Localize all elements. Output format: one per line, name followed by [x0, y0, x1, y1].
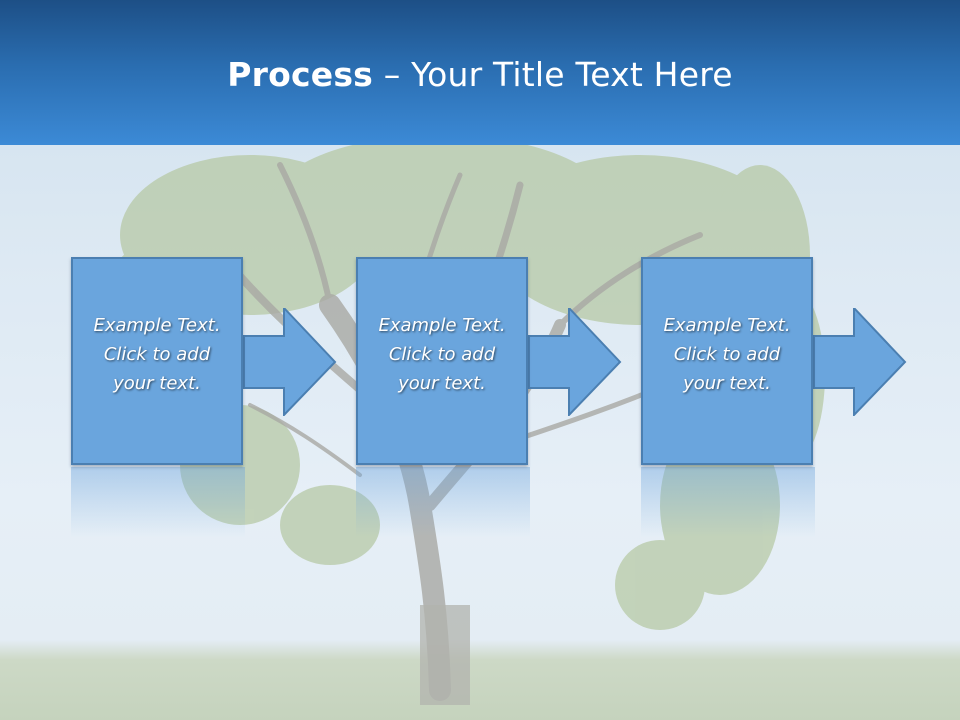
title-bar: Process – Your Title Text Here [0, 0, 960, 145]
arrow-3-icon [813, 308, 907, 416]
step-1-text[interactable]: Example Text. Click to add your text. [93, 315, 221, 394]
arrow-2-icon [528, 308, 622, 416]
title-bold: Process [227, 55, 374, 94]
step-2-box [356, 257, 528, 465]
step-3-reflection [641, 467, 815, 537]
step-3-text[interactable]: Example Text. Click to add your text. [663, 315, 791, 394]
arrow-1-icon [243, 308, 337, 416]
slide-title[interactable]: Process – Your Title Text Here [0, 52, 960, 98]
step-1-box [71, 257, 243, 465]
step-1-reflection [71, 467, 245, 537]
step-2-text[interactable]: Example Text. Click to add your text. [378, 315, 506, 394]
process-step-3[interactable]: Example Text. Click to add your text. [641, 257, 813, 465]
step-3-box [641, 257, 813, 465]
title-rest: – Your Title Text Here [373, 55, 733, 94]
step-2-reflection [356, 467, 530, 537]
process-step-2[interactable]: Example Text. Click to add your text. [356, 257, 528, 465]
process-step-1[interactable]: Example Text. Click to add your text. [71, 257, 243, 465]
